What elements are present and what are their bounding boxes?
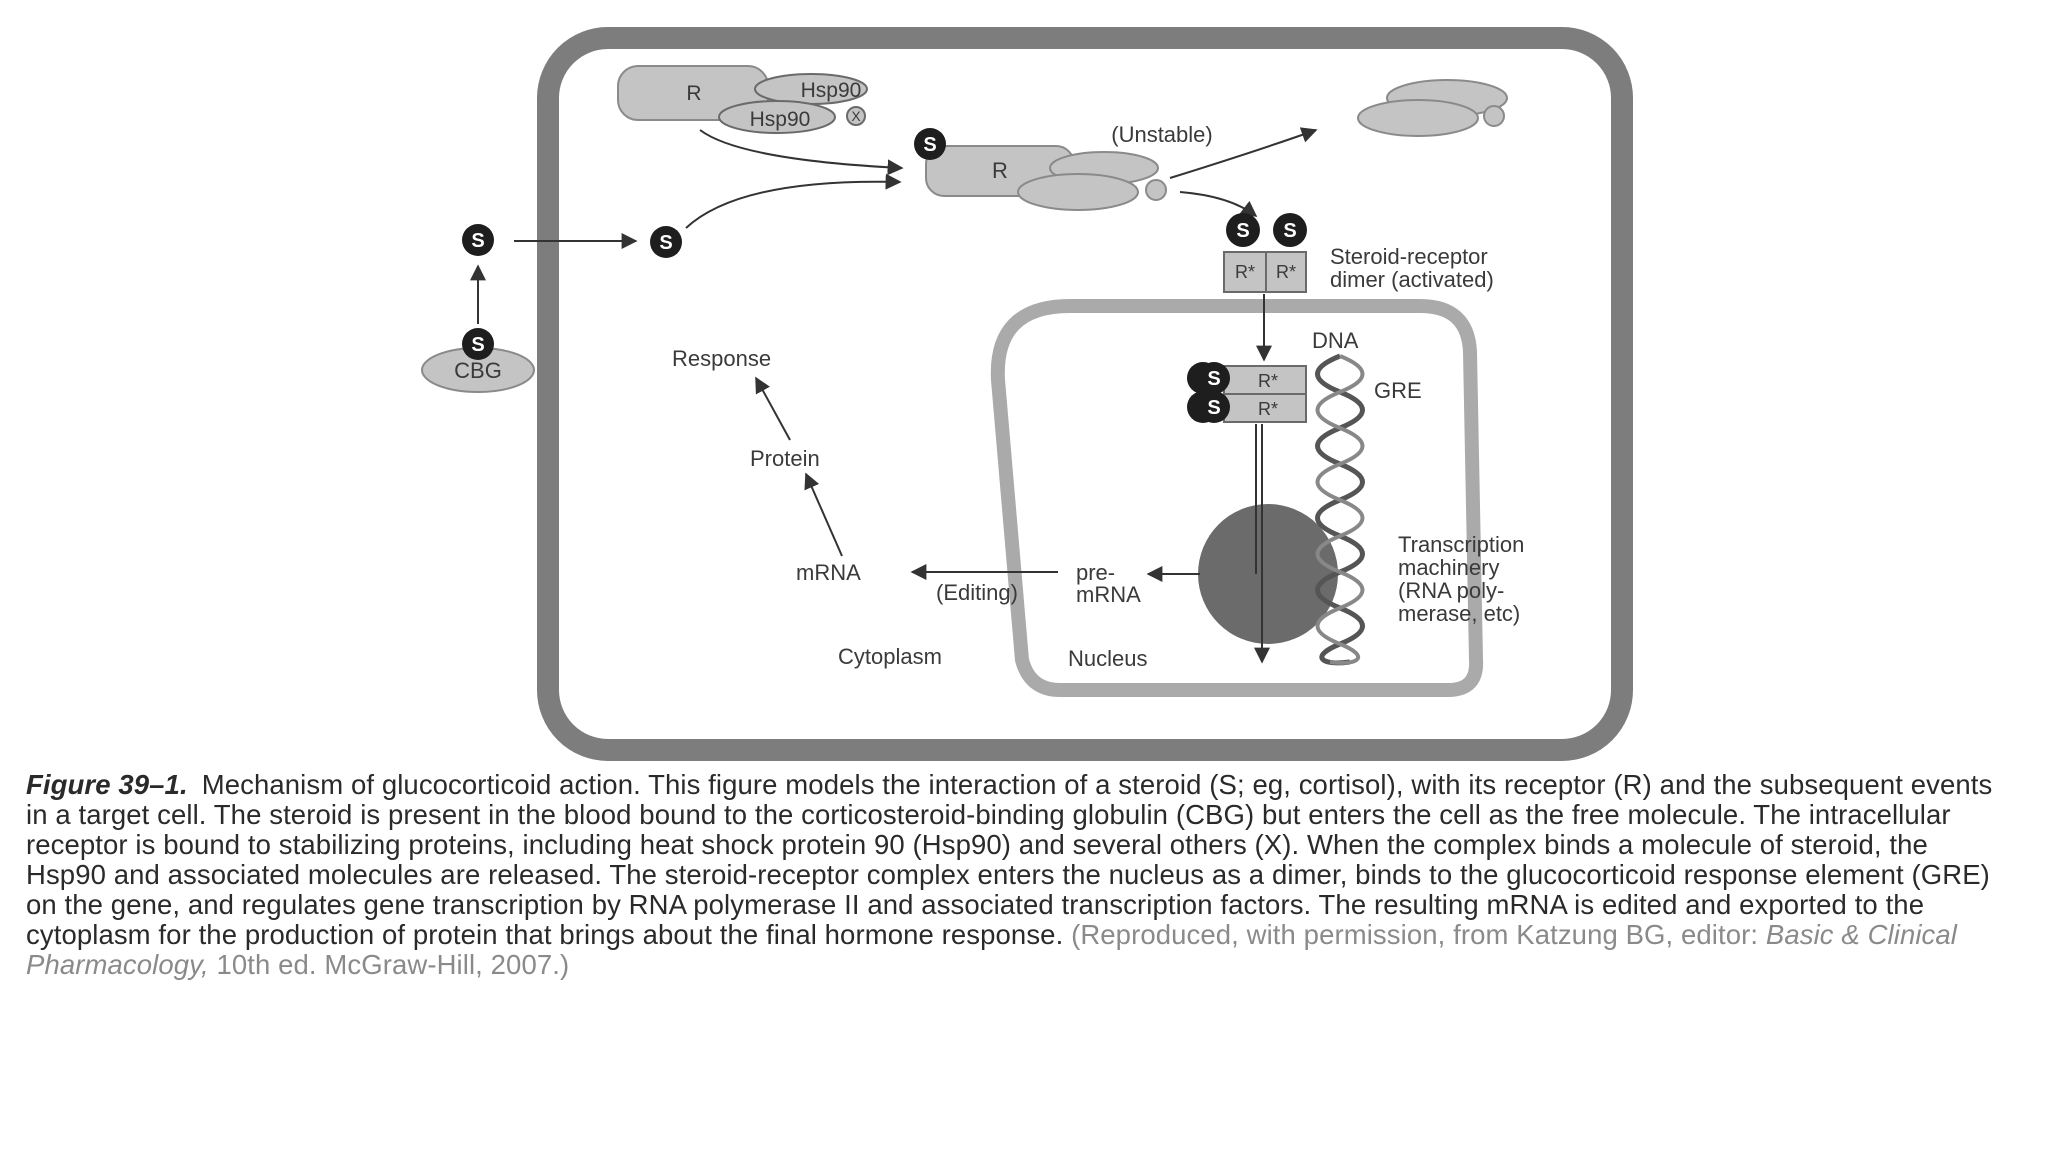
hsp90-label-a: Hsp90 — [801, 79, 862, 102]
released-protein-b — [1017, 173, 1139, 211]
credit-suffix: 10th ed. McGraw-Hill, 2007.) — [216, 949, 570, 980]
dimer-r-star-left: R* — [1235, 262, 1255, 282]
released-protein-f — [1483, 105, 1505, 127]
protein-label: Protein — [750, 446, 820, 471]
caption-credit: (Reproduced, with permission, from Katzu… — [26, 919, 1957, 980]
arrow-protein-to-response — [755, 376, 791, 441]
gre-label: GRE — [1374, 378, 1422, 403]
x-label: X — [851, 108, 861, 124]
dimer-box-right — [1265, 251, 1307, 293]
released-protein-c — [1145, 179, 1167, 201]
receptor-label-mid: R — [992, 158, 1008, 183]
dimer-steroid-right — [1273, 213, 1307, 247]
released-protein-e — [1357, 99, 1479, 137]
dna-strand-b — [1315, 354, 1365, 665]
steroid-in-cytoplasm-label: S — [659, 232, 672, 254]
dimer-box-left — [1223, 251, 1267, 293]
dna-label: DNA — [1312, 328, 1359, 353]
x-protein-shape — [846, 106, 866, 126]
arrow-to-dimer — [1179, 191, 1258, 217]
steroid-receptor-complex: R S — [914, 128, 1167, 211]
arrow-steroid-to-binding — [685, 173, 902, 229]
hsp90-shape-b — [718, 100, 836, 134]
gre-r-star-bottom: R* — [1258, 399, 1278, 419]
nucleus-label: Nucleus — [1068, 646, 1147, 671]
dna-strand-a — [1315, 353, 1365, 666]
steroid-in-cytoplasm — [650, 226, 682, 258]
unstable-label: (Unstable) — [1111, 122, 1212, 147]
gre-steroid-bottom-mid — [1198, 391, 1230, 423]
arrow-mrna-to-protein — [804, 472, 843, 557]
receptor-hsp90-complex: R Hsp90 Hsp90 X — [617, 65, 868, 134]
editing-label: (Editing) — [936, 580, 1018, 605]
credit-prefix: (Reproduced, with permission, from Katzu… — [1071, 919, 1759, 950]
machinery-label-3: (RNA poly- — [1398, 578, 1504, 603]
steroid-bound — [914, 128, 946, 160]
transcription-machinery-shape — [1198, 504, 1338, 644]
gre-steroid-bottom-label: S — [1207, 397, 1220, 419]
response-label: Response — [672, 346, 771, 371]
mrna-label: mRNA — [796, 560, 861, 585]
figure-number: Figure 39–1. — [26, 769, 188, 800]
dimer-steroid-left — [1226, 213, 1260, 247]
arrow-complex-to-binding — [699, 129, 904, 176]
figure-caption: Figure 39–1.Mechanism of glucocorticoid … — [26, 770, 2011, 980]
machinery-label-2: machinery — [1398, 555, 1499, 580]
dimer-steroid-right-label: S — [1283, 220, 1296, 242]
steroid-on-cbg — [462, 328, 494, 360]
caption-text: Mechanism of glucocorticoid action. This… — [26, 769, 1993, 950]
gre-steroid-top-mid — [1198, 362, 1230, 394]
dimer-at-gre: R* R* S S — [1187, 362, 1307, 423]
gre-dimer-box-bottom — [1223, 393, 1307, 423]
pre-label: pre- — [1076, 560, 1115, 585]
released-proteins — [1357, 79, 1508, 137]
arrow-proteins-released — [1169, 127, 1318, 179]
machinery-label-4: merase, etc) — [1398, 601, 1520, 626]
credit-title: Basic & Clinical Pharmacology, — [26, 919, 1958, 980]
steroid-bound-label: S — [923, 134, 936, 156]
pre-mrna-label: mRNA — [1076, 582, 1141, 607]
gre-steroid-top-label: S — [1207, 368, 1220, 390]
steroid-on-cbg-label: S — [471, 334, 484, 356]
machinery-label-1: Transcription — [1398, 532, 1524, 557]
cbg-label: CBG — [454, 358, 502, 383]
steroid-free-blood-label: S — [471, 230, 484, 252]
dimer-r-star-right: R* — [1276, 262, 1296, 282]
activated-dimer: R* R* S S — [1223, 213, 1307, 293]
hsp90-label-b: Hsp90 — [750, 108, 811, 131]
dimer-steroid-left-label: S — [1236, 220, 1249, 242]
receptor-label-top: R — [686, 82, 701, 105]
cytoplasm-label: Cytoplasm — [838, 644, 942, 669]
steroid-free-blood — [462, 224, 494, 256]
dimer-label-line2: dimer (activated) — [1330, 267, 1494, 292]
dimer-label-line1: Steroid-receptor — [1330, 244, 1488, 269]
gre-r-star-top: R* — [1258, 371, 1278, 391]
